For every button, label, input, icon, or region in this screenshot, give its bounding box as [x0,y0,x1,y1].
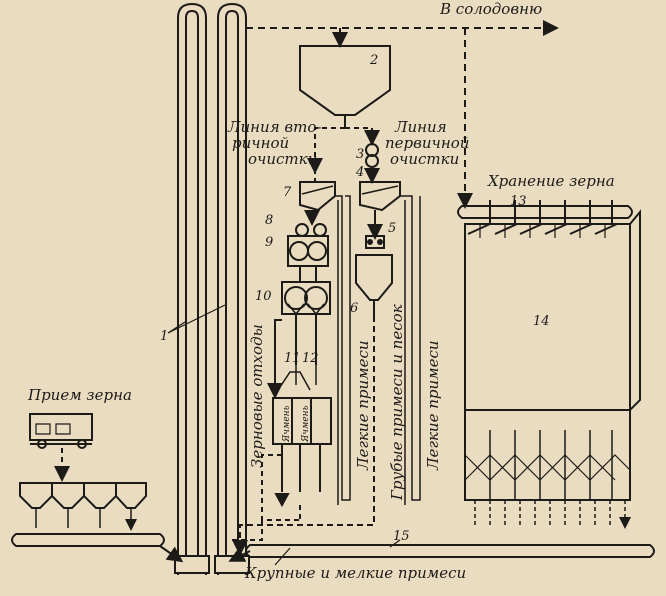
grain-storage-label: Хранение зерна [487,172,615,190]
primary-line-label-1: Линия [394,118,447,136]
bin-label-1: Ячмень [282,405,292,443]
aspiration-unit-5 [365,235,385,249]
sand-separator-6 [355,254,393,316]
light-impurities-label-b: Легкие примеси [424,340,442,471]
separator-4 [359,181,401,212]
grain-intake-label: Прием зерна [27,386,132,404]
railway-wagon [29,413,93,449]
storage-silo-14 [464,209,641,526]
secondary-line-label-3: очистки [248,150,317,168]
number-10: 10 [255,289,272,304]
intake-hoppers [19,482,147,528]
trieur-unit-8 [295,223,327,237]
number-2: 2 [369,53,378,68]
scourer-unit-10 [281,281,331,316]
primary-line-label-2: первичной [385,134,469,152]
secondary-line-label-1: Линия вто- [227,118,321,136]
number-4: 4 [355,165,364,180]
primary-line-label-3: очистки [390,150,459,168]
large-small-impurities-label: Крупные и мелкие примеси [244,564,466,582]
light-impurities-label-a: Легкие примеси [354,340,372,471]
bottom-conveyor-15 [245,544,655,558]
storage-conveyor-13 [457,200,633,224]
secondary-line-label-2: ричной [232,134,289,152]
grain-waste-label: Зерновые отходы [248,324,266,468]
number-13: 13 [510,194,527,209]
sorting-bins-11-12 [272,365,332,508]
number-14: 14 [533,314,550,329]
bucket-elevator-right [214,2,250,575]
number-7: 7 [283,185,292,200]
number-11: 11 [284,351,301,366]
trieur-unit-9 [287,235,329,267]
number-8: 8 [265,213,273,228]
number-9: 9 [265,235,273,250]
number-1: 1 [160,329,168,344]
separator-7 [299,181,336,212]
coarse-impurities-label: Грубые примеси и песок [388,304,406,501]
bin-label-2: Ячмень [301,405,311,443]
number-3: 3 [356,147,364,162]
intake-conveyor [11,533,165,547]
magnetic-separator-3 [364,143,380,184]
number-5: 5 [388,221,396,236]
number-6: 6 [350,301,358,316]
number-15: 15 [393,529,410,544]
number-12: 12 [302,351,319,366]
bucket-elevator-left [174,2,210,575]
hopper-2 [299,45,391,116]
malthouse-label: В солодовню [439,0,542,18]
